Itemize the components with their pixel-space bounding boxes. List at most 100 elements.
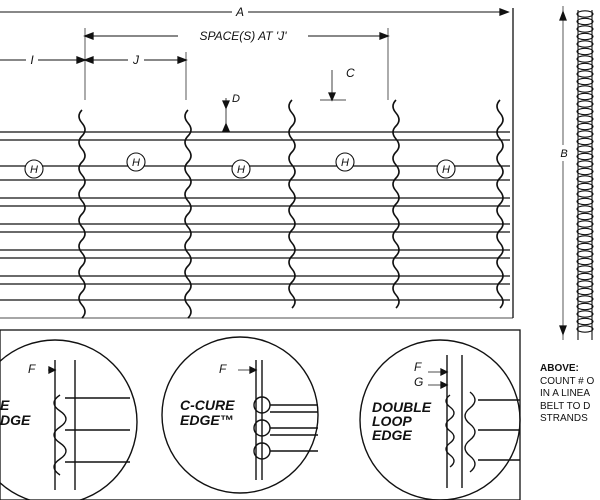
- chain-link: [576, 265, 594, 273]
- chain-link: [576, 205, 594, 213]
- chain-link: [576, 40, 594, 48]
- spiral-band: [392, 99, 400, 309]
- detail-1-f-arrowhead: [48, 365, 57, 375]
- chain-link: [576, 62, 594, 71]
- chain-link: [576, 302, 594, 311]
- hinge-marker-circle: [126, 152, 146, 172]
- chain-link: [576, 295, 594, 303]
- chain-link: [576, 220, 594, 228]
- hinge-marker-circle: [335, 152, 355, 172]
- dimension-a-label: A: [235, 5, 244, 19]
- hinge-marker-label: H: [341, 157, 349, 169]
- hinge-marker-label: H: [30, 164, 38, 176]
- note-block: ABOVE: COUNT # O IN A LINEA BELT TO D ST…: [540, 363, 600, 426]
- spiral-bands: [78, 99, 504, 319]
- edge-3-caption-line-1: DOUBLE: [372, 399, 432, 415]
- hinge-markers: H H H H H: [24, 152, 456, 179]
- hinge-marker-label: H: [237, 164, 245, 176]
- note-line: COUNT # O: [540, 375, 595, 387]
- detail-3-g-label: G: [414, 375, 423, 389]
- chain-link: [576, 107, 594, 116]
- chain-link: [576, 10, 594, 18]
- detail-circle-3: [359, 339, 521, 500]
- spiral-band: [288, 99, 296, 309]
- hinge-marker-label: H: [442, 164, 450, 176]
- chain-link: [576, 182, 594, 191]
- note-heading: ABOVE:: [540, 363, 579, 374]
- dimension-spaces-label: SPACE(S) AT 'J': [199, 29, 287, 43]
- detail-2-wire: [253, 360, 318, 480]
- chain-link: [576, 85, 594, 93]
- chain-link: [576, 167, 594, 176]
- chain-link: [576, 47, 594, 56]
- edge-3-caption-line-2: LOOP: [372, 413, 412, 429]
- chain-link: [576, 175, 594, 183]
- chain-link: [576, 227, 594, 236]
- note-line: STRANDS: [540, 413, 588, 424]
- chain-link: [576, 242, 594, 251]
- chain-link: [576, 325, 594, 333]
- chain-link: [576, 115, 594, 123]
- chain-link: [576, 130, 594, 138]
- dimension-b-label-bg: [558, 145, 570, 161]
- edge-2-caption-line-2: EDGE™: [180, 412, 234, 428]
- detail-1-wire: [53, 360, 130, 490]
- chain-link: [576, 100, 594, 108]
- note-line: BELT TO D: [540, 400, 591, 412]
- dimension-i-label-bg: [26, 52, 38, 68]
- hinge-marker-circle: [24, 159, 44, 179]
- detail-2-f-label: F: [219, 362, 227, 376]
- detail-1-f-label: F: [28, 362, 36, 376]
- chain-link: [576, 280, 594, 288]
- chain-link: [576, 310, 594, 318]
- hinge-marker-circle: [231, 159, 251, 179]
- belt-rods: [0, 131, 510, 301]
- detail-3-f-label: F: [414, 360, 422, 374]
- dimension-ij-arrows: [76, 56, 188, 64]
- chain-link: [576, 197, 594, 206]
- detail-panel-frame: [0, 329, 521, 500]
- chain-link: [576, 122, 594, 131]
- dimension-a-arrow: [499, 8, 510, 16]
- dimension-b-arrows: [559, 10, 567, 336]
- chain-link: [576, 190, 594, 198]
- dimension-c-arrow: [328, 92, 336, 102]
- hinge-marker-circle: [436, 159, 456, 179]
- chain-link: [576, 257, 594, 266]
- chain-link: [576, 92, 594, 101]
- edge-1-caption-line-2: DGE: [0, 412, 31, 428]
- dimension-spaces-arrows: [83, 32, 390, 40]
- detail-3-arrowheads: [440, 367, 449, 390]
- detail-2-f-arrowhead: [249, 365, 258, 375]
- dimension-j-label-bg: [128, 52, 144, 68]
- detail-circle-1: [0, 339, 138, 500]
- detail-3-wire: [445, 355, 520, 488]
- edge-2-caption-line-1: C-CURE: [180, 397, 235, 413]
- chain-link: [576, 70, 594, 78]
- chain-link: [576, 317, 594, 326]
- dimension-c-label: C: [346, 66, 355, 80]
- dimension-d-label: D: [232, 93, 240, 105]
- spiral-band: [78, 109, 86, 319]
- chain-link: [576, 160, 594, 168]
- chain-link: [576, 32, 594, 41]
- dimension-a-label-bg: [232, 3, 248, 19]
- spiral-band: [184, 109, 192, 319]
- chain-link: [576, 137, 594, 146]
- chain-link: [576, 55, 594, 63]
- chain-link: [576, 152, 594, 161]
- chain-link: [576, 77, 594, 86]
- detail-circle-2: [161, 336, 319, 494]
- spiral-band: [496, 99, 504, 309]
- dimension-spaces-label-bg: [178, 27, 308, 43]
- dimension-d-arrows: [222, 100, 230, 132]
- chain-link: [576, 212, 594, 221]
- note-line: IN A LINEA: [540, 388, 591, 399]
- chain-link: [576, 272, 594, 281]
- edge-1-caption-line-1: E: [0, 397, 10, 413]
- hinge-marker-label: H: [132, 157, 140, 169]
- chain-link: [576, 235, 594, 243]
- edge-3-caption-line-3: EDGE: [372, 427, 412, 443]
- chain-link: [576, 145, 594, 153]
- dimension-i-label: I: [30, 53, 34, 67]
